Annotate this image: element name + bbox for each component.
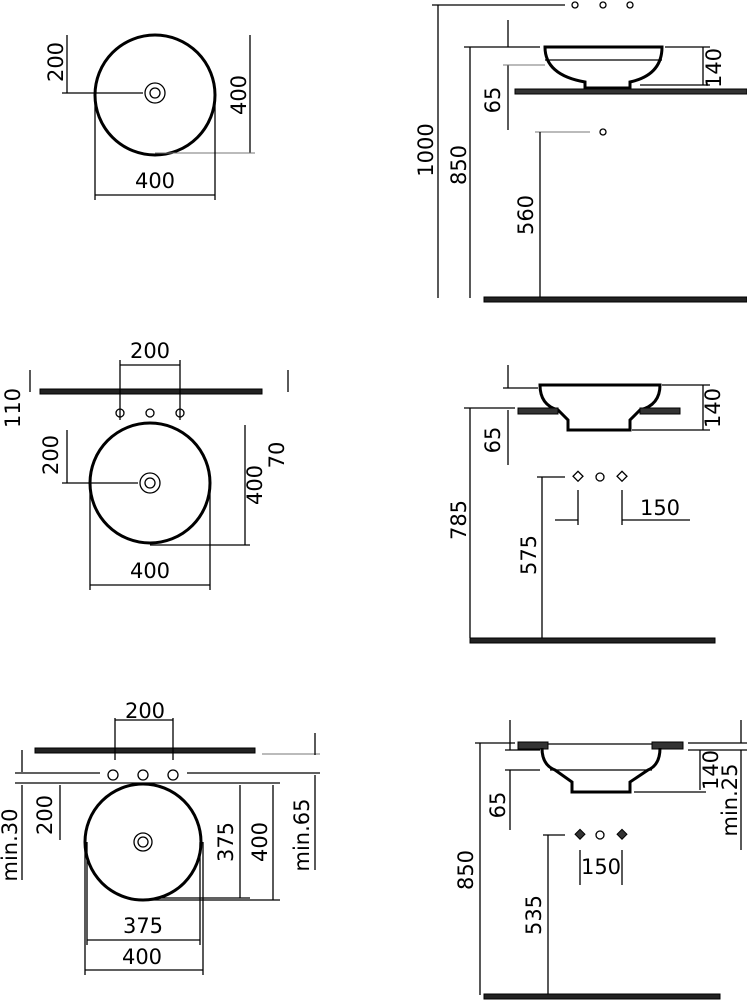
dim-min-back: min.65: [290, 799, 314, 872]
tap-icon: [616, 470, 628, 483]
wall: [39, 388, 263, 395]
countertop: [514, 88, 747, 95]
basin-side-view: [543, 45, 664, 90]
dim-tap-spacing: 150: [640, 496, 680, 520]
panel-3-elevation: 140 min.25 65 850 150 535: [454, 720, 747, 1000]
dim-min-front: min.30: [0, 809, 22, 882]
dim-rim-height: 850: [447, 145, 471, 185]
panel-2-plan: 200 110 200 400 70 400: [1, 339, 289, 590]
dim-counter-height: 785: [447, 500, 471, 540]
tap-icon: [599, 1, 607, 9]
dim-width: 400: [122, 945, 162, 969]
dim-counter-height: 850: [454, 850, 478, 890]
dim-tap-spacing: 200: [125, 699, 165, 723]
countertop: [517, 741, 549, 750]
dim-tap-clearance: 70: [265, 442, 289, 469]
panel-2-elevation: 140 65 785 150 575: [447, 365, 725, 644]
dim-width: 400: [130, 559, 170, 583]
tap-icon: [616, 828, 628, 840]
dim-outlet-height: 575: [517, 535, 541, 575]
dim-outlet-height: 560: [514, 195, 538, 235]
floor: [483, 993, 721, 1000]
dim-basin-height: 140: [702, 48, 726, 88]
drain-icon: [133, 832, 153, 852]
basin-outline: [83, 782, 203, 902]
dim-inner-depth: 375: [214, 822, 238, 862]
wall: [34, 747, 256, 754]
basin-outline: [93, 33, 217, 157]
dim-tap-spacing: 200: [130, 339, 170, 363]
dim-basin-height: 140: [699, 750, 723, 790]
tap-icon: [571, 1, 579, 9]
outlet-icon: [595, 830, 605, 840]
dim-drain-drop: 65: [486, 792, 510, 819]
tap-icon: [115, 408, 125, 418]
tap-icon: [107, 769, 119, 781]
drain-icon: [144, 82, 166, 104]
panel-1-plan: 200 400 400: [44, 33, 255, 200]
dim-depth: 400: [248, 822, 272, 862]
dim-drain-offset: 200: [39, 435, 63, 475]
tap-icon: [175, 408, 185, 418]
dim-counter-offset: 110: [1, 388, 25, 428]
outlet-icon: [595, 472, 605, 482]
floor: [469, 637, 716, 644]
drain-icon: [139, 472, 161, 494]
tap-icon: [574, 828, 586, 840]
tap-icon: [145, 408, 155, 418]
tap-icon: [626, 1, 634, 9]
tap-icon: [137, 769, 149, 781]
tap-icon: [167, 769, 179, 781]
dim-drain-drop: 65: [481, 87, 505, 114]
outlet-icon: [599, 128, 607, 136]
dim-depth: 400: [227, 75, 251, 115]
dim-drain-drop: 65: [481, 427, 505, 454]
panel-3-plan: 200 min.30 200 375 400 min.65 375 400: [0, 699, 320, 975]
dim-drain-offset: 200: [33, 795, 57, 835]
dim-drain-offset: 200: [44, 42, 68, 82]
floor: [483, 296, 747, 303]
dim-tap-spacing: 150: [581, 855, 621, 879]
basin-side-view: [540, 747, 662, 794]
dim-depth: 400: [243, 465, 267, 505]
basin-side-view: [538, 383, 662, 432]
dim-inner-width: 375: [123, 914, 163, 938]
dim-total-height: 1000: [414, 123, 438, 176]
panel-1-elevation: 1000 850 140 65 560: [414, 1, 747, 303]
dim-basin-height: 140: [701, 388, 725, 428]
tap-icon: [572, 470, 584, 483]
dim-min-counter: min.25: [718, 764, 742, 837]
dim-outlet-height: 535: [522, 895, 546, 935]
dim-width: 400: [135, 169, 175, 193]
countertop: [517, 407, 559, 415]
